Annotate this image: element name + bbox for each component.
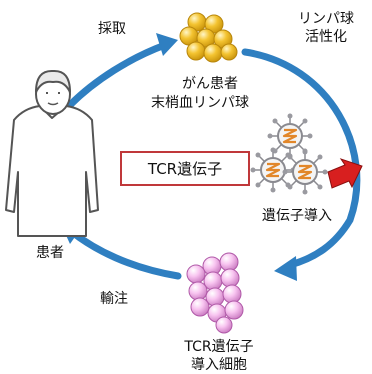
virus-particle-icon (250, 147, 296, 193)
modified-cells-label-line2: 導入細胞 (191, 357, 247, 373)
tcr-gene-box-label: TCR遺伝子 (147, 160, 222, 178)
tcr-gene-box: TCR遺伝子 (120, 151, 250, 186)
transduction-label: 遺伝子導入 (262, 208, 332, 224)
activation-label-line2: 活性化 (305, 29, 347, 45)
modified-cell-cluster-icon (186, 252, 244, 334)
lymphocyte-cluster-icon (179, 12, 238, 63)
infusion-label: 輸注 (100, 291, 128, 307)
virus-particle-icon (282, 149, 328, 195)
collection-arrow (66, 33, 178, 109)
collection-label: 採取 (98, 21, 126, 37)
viral-vector-icons (250, 113, 328, 195)
virus-particle-icon (267, 113, 313, 159)
patient-cells-label-line1: がん患者 (182, 76, 238, 92)
activation-arrow (241, 48, 361, 281)
patient-label: 患者 (36, 245, 64, 261)
activation-label-line1: リンパ球 (298, 11, 354, 27)
patient-cells-label-line2: 末梢血リンパ球 (151, 95, 249, 111)
patient-figure-icon (5, 69, 99, 237)
transduction-arrow-icon (327, 158, 363, 189)
modified-cells-label-line1: TCR遺伝子 (183, 339, 253, 355)
